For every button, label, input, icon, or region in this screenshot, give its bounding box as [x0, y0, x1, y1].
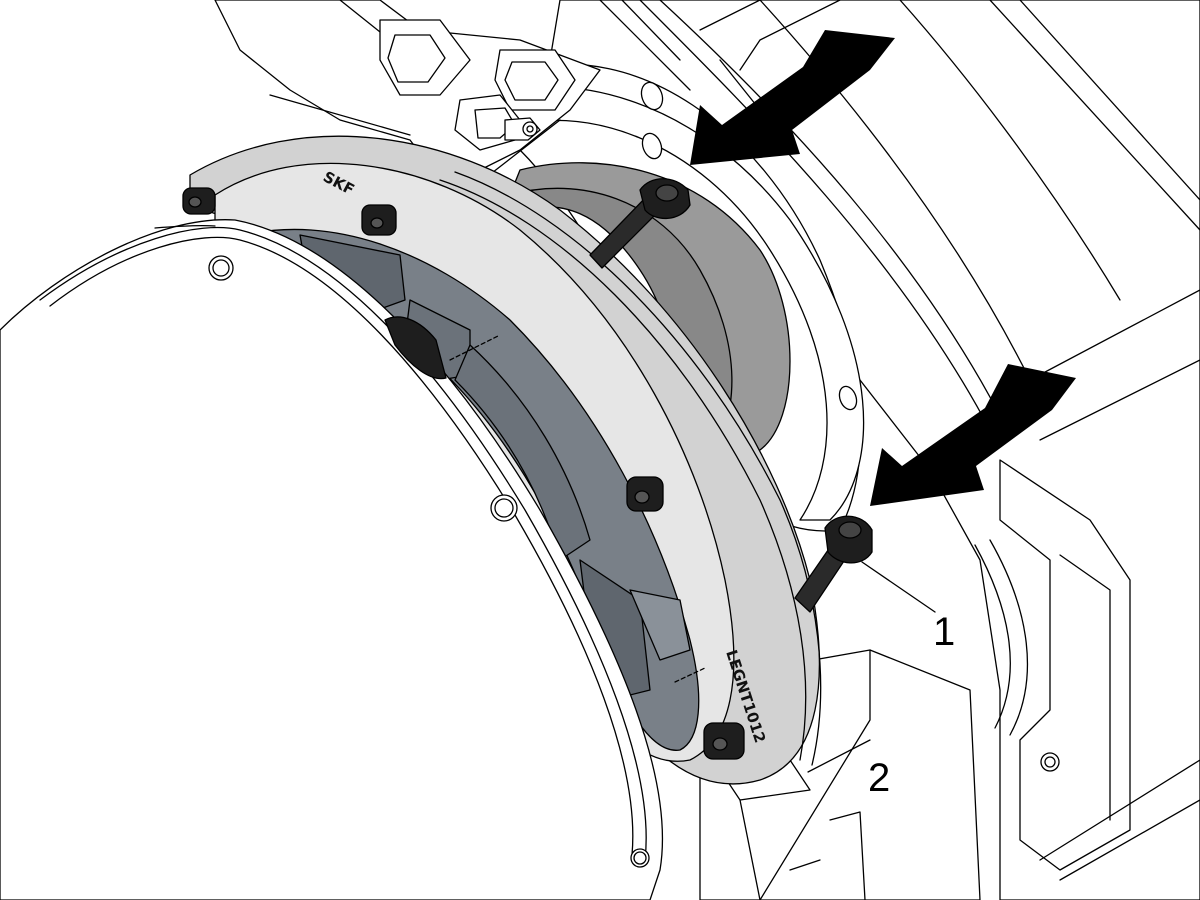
- bolt-top: [361, 204, 397, 236]
- long-screw-lower: [794, 515, 873, 613]
- bolt-inner: [384, 316, 447, 380]
- long-screw-upper: [589, 178, 691, 269]
- bolt-top-left: [182, 187, 216, 215]
- bolt-mid: [626, 476, 664, 512]
- inner-bearing-race: [244, 228, 706, 751]
- callout-leaders: [807, 561, 936, 773]
- arrow-left-down-icon: [870, 364, 1076, 506]
- callout-label-1: 1: [933, 610, 956, 654]
- arrow-left-down-icon: [690, 30, 895, 165]
- callout-label-2: 2: [868, 756, 891, 800]
- ring-bolts: [182, 187, 745, 760]
- top-clamp-linkage: [214, 0, 601, 191]
- bolt-bottom: [703, 722, 745, 760]
